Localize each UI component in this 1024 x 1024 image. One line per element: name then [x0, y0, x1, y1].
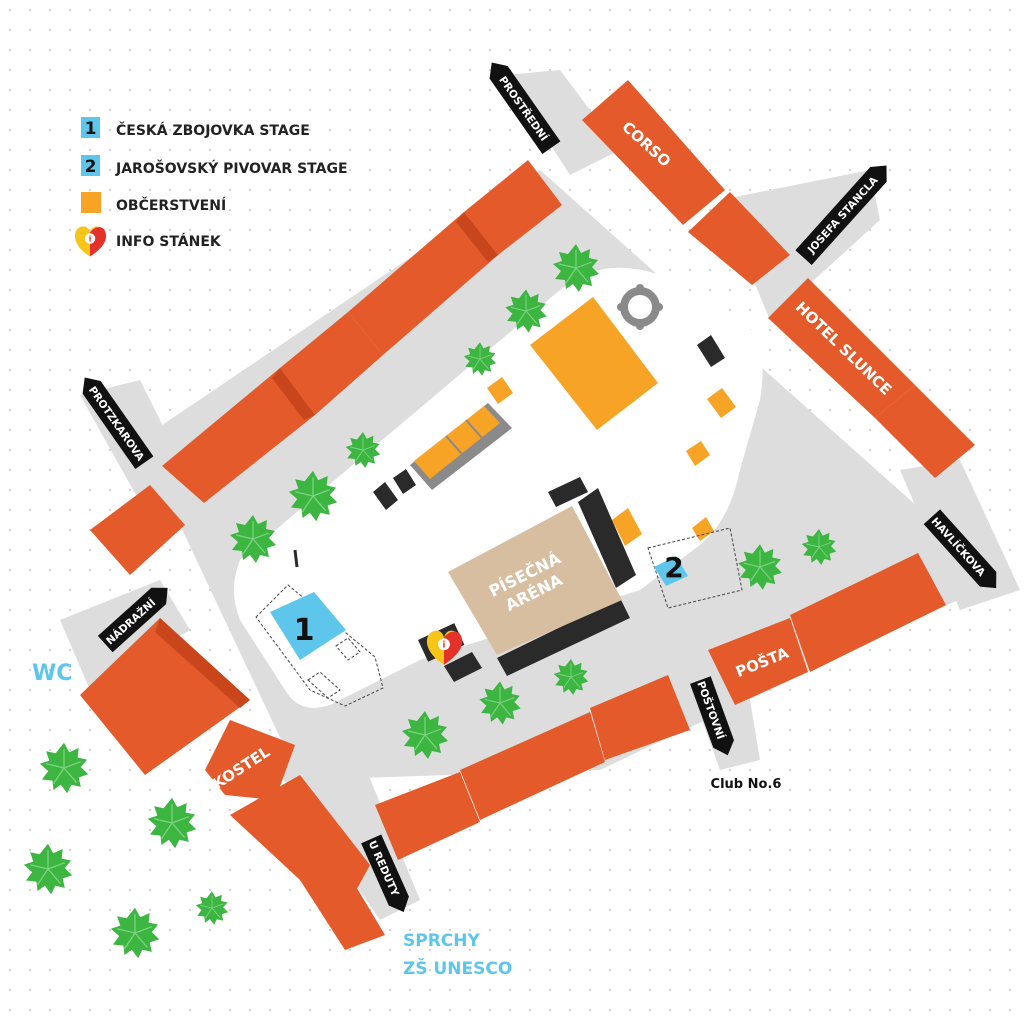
dark-structure — [548, 477, 588, 507]
building — [790, 553, 946, 672]
stage-1-number: 1 — [294, 613, 315, 648]
label-wc: WC — [32, 661, 72, 686]
building — [162, 368, 315, 503]
building — [460, 712, 605, 820]
legend-marker-1: 1 — [85, 119, 97, 139]
food-stand-large — [530, 297, 658, 430]
stage-2-number: 2 — [664, 551, 683, 584]
food-stand — [707, 388, 736, 418]
legend-info-heart-icon: i — [74, 226, 107, 257]
svg-text:i: i — [443, 641, 446, 651]
food-stand — [692, 517, 714, 541]
food-stand — [612, 508, 642, 546]
building — [348, 212, 498, 355]
legend-label-info: INFO STÁNEK — [116, 233, 222, 250]
building — [875, 385, 975, 478]
stage-1: 1 — [255, 584, 384, 707]
legend-food-swatch — [81, 192, 101, 213]
tree — [195, 890, 229, 926]
food-stand — [686, 441, 710, 466]
building — [80, 618, 250, 775]
food-stand — [487, 377, 513, 404]
tree — [39, 742, 89, 794]
buildings — [80, 80, 975, 950]
building-kostel — [205, 720, 295, 800]
dark-structure — [373, 482, 398, 510]
fountain-icon — [617, 284, 663, 330]
label-club-no6: Club No.6 — [711, 777, 782, 792]
info-heart-icon: i — [426, 630, 463, 665]
external-places: Club No.6 WC SPRCHY ZŠ UNESCO — [32, 661, 781, 979]
building-corso — [582, 80, 725, 225]
legend-label-food: OBČERSTVENÍ — [116, 196, 226, 214]
stage-2: 2 — [647, 527, 743, 609]
dark-structures — [293, 335, 725, 682]
pisecna-arena: PÍSEČNÁ ARÉNA — [448, 506, 622, 655]
building — [688, 192, 790, 285]
svg-text:i: i — [89, 235, 92, 244]
building — [375, 772, 480, 860]
tree — [110, 907, 160, 959]
food-stand-row — [414, 406, 500, 479]
food-stands — [410, 297, 736, 546]
building — [590, 675, 690, 760]
dark-structure — [697, 335, 725, 367]
dark-structure — [444, 652, 482, 682]
legend-label-stage-2: JAROŠOVSKÝ PIVOVAR STAGE — [115, 159, 348, 177]
building-posta — [708, 618, 808, 705]
legend-marker-2: 2 — [85, 157, 97, 177]
tree — [147, 797, 197, 849]
building — [90, 485, 185, 575]
dark-structure — [578, 488, 636, 588]
tree — [23, 843, 73, 895]
dark-structure — [497, 598, 630, 676]
building — [280, 312, 383, 415]
label-sprchy: SPRCHY — [403, 931, 480, 951]
building — [300, 860, 385, 950]
dark-structure — [393, 469, 416, 494]
building — [464, 160, 562, 255]
legend-label-stage-1: ČESKÁ ZBOJOVKA STAGE — [116, 121, 310, 139]
legend: 1 ČESKÁ ZBOJOVKA STAGE 2 JAROŠOVSKÝ PIVO… — [74, 117, 348, 257]
building-hotel-slunce — [768, 278, 915, 418]
label-zs-unesco: ZŠ UNESCO — [403, 957, 512, 979]
